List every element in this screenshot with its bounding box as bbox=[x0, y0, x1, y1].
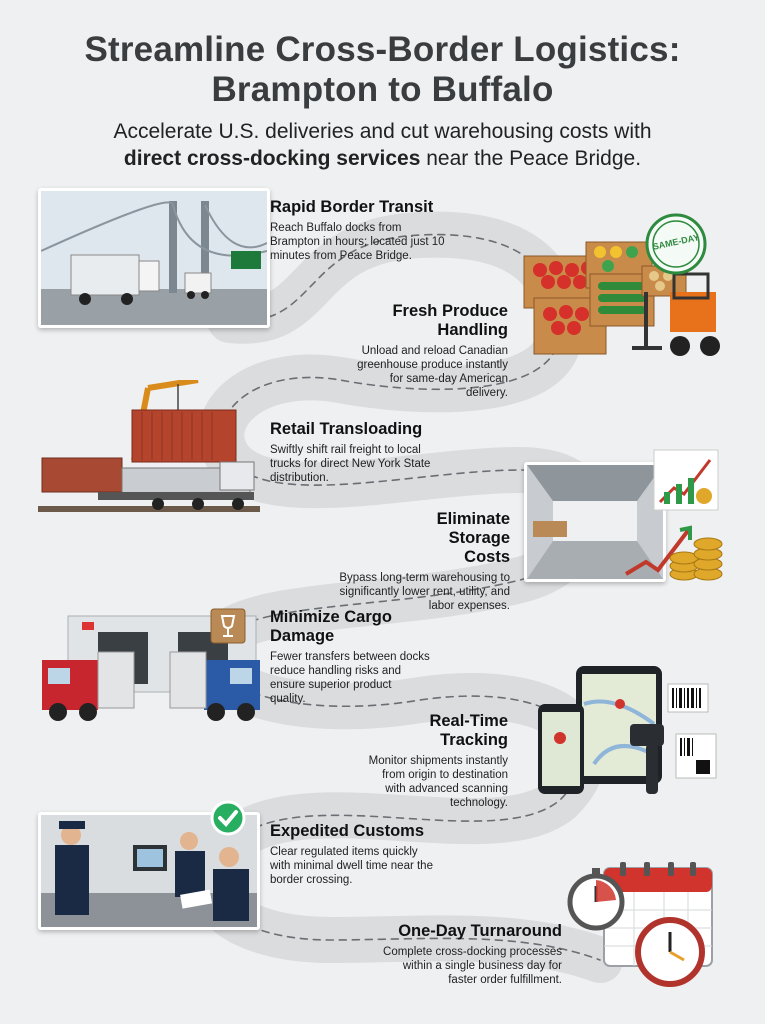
feature-rapid-border-transit: Rapid Border Transit Reach Buffalo docks… bbox=[270, 198, 450, 263]
feature-text: Fewer transfers between docks reduce han… bbox=[270, 651, 430, 705]
feature-title: Rapid Border Transit bbox=[270, 198, 434, 216]
loading-dock-image bbox=[38, 612, 266, 724]
produce-forklift-image bbox=[520, 222, 732, 372]
feature-real-time-tracking: Real-Time Tracking Monitor shipments ins… bbox=[360, 712, 508, 810]
feature-expedited-customs: Expedited Customs Clear regulated items … bbox=[270, 822, 434, 887]
feature-title: One-Day Turnaround bbox=[398, 922, 562, 940]
bridge-trucks-image bbox=[38, 188, 270, 328]
crane-rail-image bbox=[38, 377, 260, 526]
feature-text: Complete cross-docking processes within … bbox=[383, 946, 562, 986]
page-subtitle: Accelerate U.S. deliveries and cut wareh… bbox=[0, 118, 765, 172]
feature-title: Minimize Cargo Damage bbox=[270, 608, 392, 645]
time-icons-image bbox=[564, 852, 724, 992]
feature-text: Swiftly shift rail freight to local truc… bbox=[270, 444, 431, 484]
title-line-2: Brampton to Buffalo bbox=[211, 70, 554, 109]
subtitle-bold: direct cross-docking services bbox=[123, 147, 421, 170]
subtitle-line-2: direct cross-docking services near the P… bbox=[0, 145, 765, 172]
same-day-stamp: SAME-DAY bbox=[644, 212, 708, 276]
warehouse-image bbox=[524, 462, 666, 582]
tracking-devices-image bbox=[534, 664, 720, 804]
feature-one-day-turnaround: One-Day Turnaround Complete cross-dockin… bbox=[376, 922, 562, 987]
customs-officers-image bbox=[38, 812, 260, 930]
checkmark-icon bbox=[210, 800, 246, 836]
feature-text: Monitor shipments instantly from origin … bbox=[368, 755, 508, 809]
title-line-1: Streamline Cross-Border Logistics: bbox=[84, 30, 681, 69]
fragile-box-icon bbox=[210, 608, 246, 644]
coins-arrow-icon bbox=[620, 514, 724, 584]
feature-fresh-produce-handling: Fresh Produce Handling Unload and reload… bbox=[348, 302, 508, 400]
feature-eliminate-storage-costs: Eliminate Storage Costs Bypass long-term… bbox=[334, 510, 510, 613]
feature-title: Eliminate Storage Costs bbox=[436, 510, 510, 566]
feature-title: Fresh Produce Handling bbox=[392, 302, 508, 339]
feature-text: Clear regulated items quickly with minim… bbox=[270, 846, 433, 886]
feature-text: Reach Buffalo docks from Brampton in hou… bbox=[270, 222, 445, 262]
cost-chart-icon bbox=[652, 448, 720, 512]
feature-retail-transloading: Retail Transloading Swiftly shift rail f… bbox=[270, 420, 450, 485]
feature-text: Bypass long-term warehousing to signific… bbox=[339, 572, 510, 612]
feature-minimize-cargo-damage: Minimize Cargo Damage Fewer transfers be… bbox=[270, 608, 430, 706]
subtitle-end: near the Peace Bridge. bbox=[426, 147, 642, 170]
feature-title: Retail Transloading bbox=[270, 420, 423, 438]
feature-title: Expedited Customs bbox=[270, 822, 425, 840]
feature-text: Unload and reload Canadian greenhouse pr… bbox=[357, 345, 508, 399]
subtitle-line-1: Accelerate U.S. deliveries and cut wareh… bbox=[113, 120, 652, 143]
page-title: Streamline Cross-Border Logistics: Bramp… bbox=[0, 30, 765, 110]
feature-title: Real-Time Tracking bbox=[429, 712, 508, 749]
